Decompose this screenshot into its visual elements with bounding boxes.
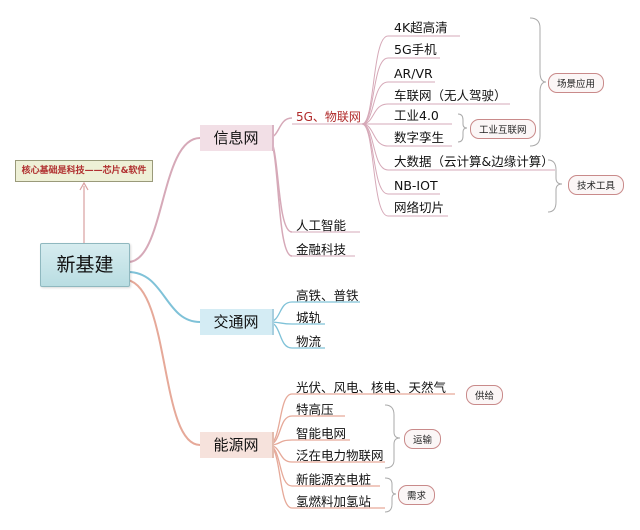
root-node: 新基建 — [40, 243, 130, 287]
leaf-ev-charging: 新能源充电桩 — [296, 472, 372, 487]
leaf-smart-grid: 智能电网 — [296, 426, 347, 441]
leaf-connected-car: 车联网（无人驾驶） — [394, 88, 507, 103]
leaf-rail: 高铁、普铁 — [296, 288, 359, 303]
leaf-hydrogen: 氢燃料加氢站 — [296, 494, 372, 509]
leaf-5g-phone: 5G手机 — [394, 42, 437, 57]
tag-tech-tools: 技术工具 — [568, 175, 625, 195]
leaf-logistics: 物流 — [296, 334, 322, 349]
core-tech-label: 核心基础是科技——芯片&软件 — [15, 160, 153, 182]
leaf-network-slicing: 网络切片 — [394, 200, 445, 215]
leaf-uhv: 特高压 — [296, 402, 334, 417]
leaf-big-data: 大数据（云计算&边缘计算） — [394, 154, 554, 169]
leaf-industry-40: 工业4.0 — [394, 108, 439, 123]
branch-traffic-network: 交通网 — [200, 309, 274, 335]
tag-scene-application: 场景应用 — [548, 73, 605, 93]
leaf-nb-iot: NB-IOT — [394, 178, 438, 193]
leaf-renewables: 光伏、风电、核电、天然气 — [296, 380, 447, 395]
leaf-ai: 人工智能 — [296, 218, 347, 233]
subnode-5g-iot: 5G、物联网 — [296, 110, 361, 124]
leaf-ar-vr: AR/VR — [394, 66, 433, 81]
tag-industrial-internet: 工业互联网 — [470, 119, 536, 139]
leaf-4k: 4K超高清 — [394, 20, 448, 35]
leaf-urban-rail: 城轨 — [296, 310, 322, 325]
tag-transport: 运输 — [404, 429, 442, 449]
branch-energy-network: 能源网 — [200, 432, 274, 458]
tag-demand: 需求 — [398, 485, 436, 505]
leaf-fintech: 金融科技 — [296, 242, 347, 257]
branch-info-network: 信息网 — [200, 125, 274, 151]
leaf-power-iot: 泛在电力物联网 — [296, 448, 384, 463]
tag-supply: 供给 — [466, 385, 504, 405]
leaf-digital-twin: 数字孪生 — [394, 130, 445, 145]
